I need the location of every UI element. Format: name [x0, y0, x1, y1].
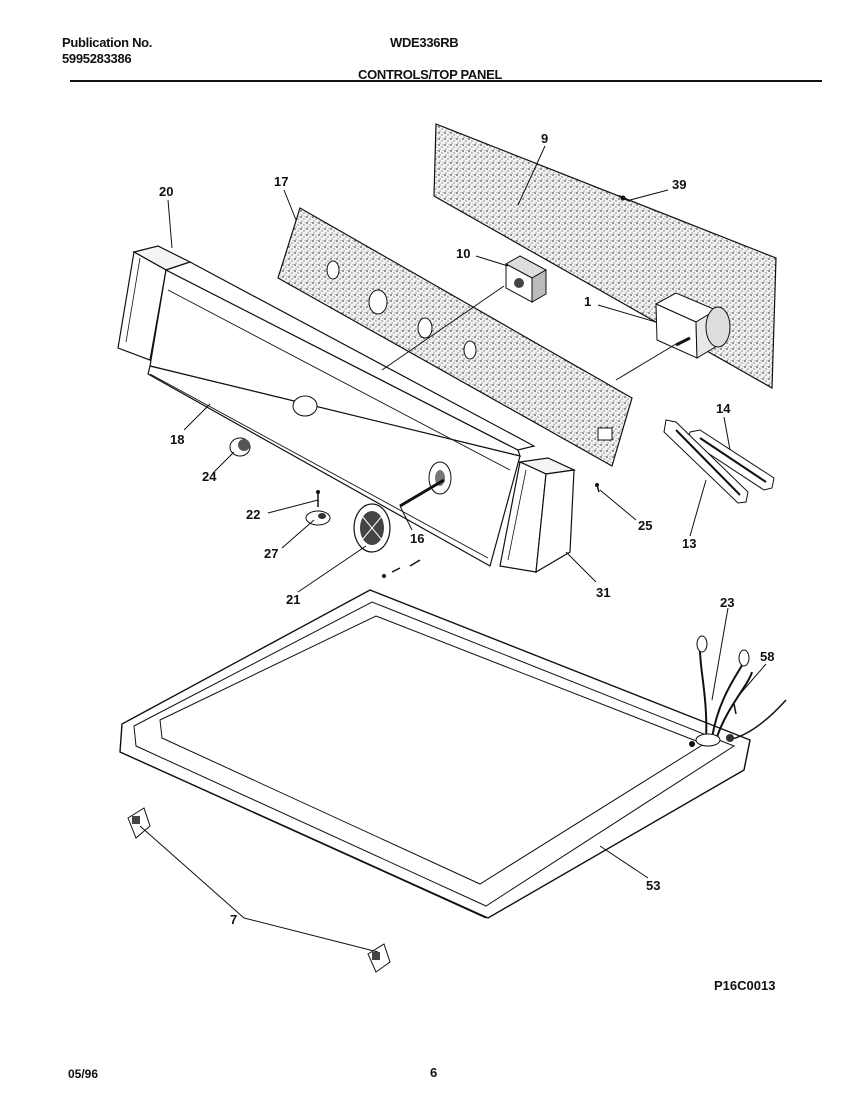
right-end-cap-part: [499, 457, 577, 574]
callout-53: 53: [646, 878, 660, 893]
left-end-cap-part: [117, 245, 192, 361]
callout-16: 16: [410, 531, 424, 546]
strap-13-part: [663, 419, 749, 504]
clip-part-lower: [367, 943, 391, 973]
callout-9: 9: [541, 131, 548, 146]
publication-label: Publication No.: [62, 35, 153, 50]
callout-17: 17: [274, 174, 288, 189]
model-number: WDE336RB: [390, 35, 459, 50]
dial-knob-part: [353, 503, 391, 553]
callout-27: 27: [264, 546, 278, 561]
section-title: CONTROLS/TOP PANEL: [358, 67, 503, 82]
callout-20: 20: [159, 184, 173, 199]
timer-part: [654, 292, 731, 359]
callout-10: 10: [456, 246, 470, 261]
console-part: [147, 261, 536, 567]
callout-39: 39: [672, 177, 686, 192]
callout-13: 13: [682, 536, 696, 551]
knob-part: [229, 437, 251, 457]
callout-23: 23: [720, 595, 734, 610]
callout-58: 58: [760, 649, 774, 664]
callout-labels: 9 39 17 20 10 1 18 14 24 22 25 27 16 13 …: [159, 131, 774, 927]
callout-25: 25: [638, 518, 652, 533]
figure-code: P16C0013: [714, 978, 776, 993]
callout-1: 1: [584, 294, 591, 309]
screw-25-part: [595, 483, 600, 493]
callout-14: 14: [716, 401, 731, 416]
publication-number: 5995283386: [62, 51, 132, 66]
header-rule: [70, 80, 822, 82]
callout-31: 31: [596, 585, 610, 600]
switch-part: [504, 255, 548, 303]
callout-22: 22: [246, 507, 260, 522]
screw-small-part: [316, 490, 320, 507]
page-number: 6: [430, 1065, 438, 1080]
control-panel-part: [277, 207, 633, 467]
wire-harness-part: [689, 635, 753, 747]
bracket-part: [305, 510, 331, 526]
callout-18: 18: [170, 432, 184, 447]
clip-part-upper: [127, 807, 151, 839]
callout-7: 7: [230, 912, 237, 927]
callout-21: 21: [286, 592, 300, 607]
ground-wire-part: [726, 699, 787, 742]
screw-part: [618, 195, 631, 202]
callout-24: 24: [202, 469, 217, 484]
shaft-part: [399, 478, 445, 508]
publication-date: 05/96: [68, 1067, 99, 1081]
leader-lines: [139, 145, 767, 953]
top-panel-part: [119, 559, 751, 919]
